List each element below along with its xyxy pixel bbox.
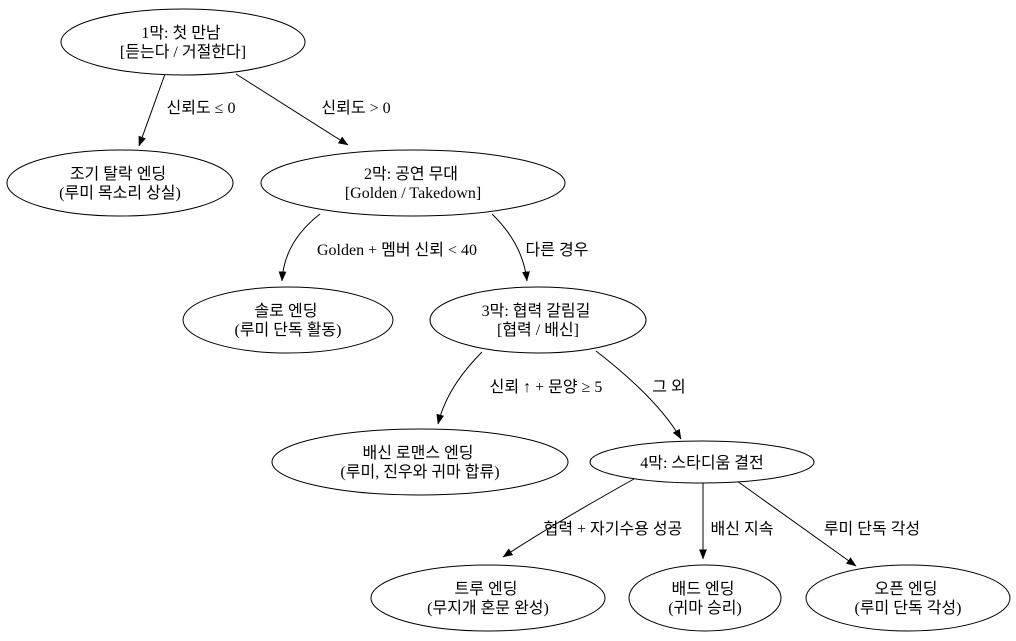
node-open-ending-label: 오픈 엔딩 (루미 단독 각성) bbox=[855, 580, 962, 617]
edge-act2-to-solo: Golden + 멤버 신뢰 < 40 bbox=[278, 213, 477, 282]
node-act3-label: 3막: 협력 갈림길 [협력 / 배신] bbox=[482, 302, 595, 339]
edge-label-act4-to-open: 루미 단독 각성 bbox=[824, 520, 920, 538]
edge-label-act1-to-early-exit: 신뢰도 ≤ 0 bbox=[167, 99, 236, 117]
node-act1: 1막: 첫 만남 [듣는다 / 거절한다] bbox=[60, 8, 306, 76]
edge-act2-to-act3: 다른 경우 bbox=[491, 213, 589, 282]
node-bad-ending: 배드 엔딩 (귀마 승리) bbox=[628, 564, 782, 632]
node-betrayal-romance-ending: 배신 로맨스 엔딩 (루미, 진우와 귀마 합류) bbox=[271, 428, 569, 496]
node-early-exit-ending-label: 조기 탈락 엔딩 (루미 목소리 상실) bbox=[59, 165, 181, 202]
edge-label-act1-to-act2: 신뢰도 > 0 bbox=[321, 99, 390, 117]
edge-act4-to-open: 루미 단독 각성 bbox=[736, 480, 920, 567]
node-solo-ending: 솔로 엔딩 (루미 단독 활동) bbox=[182, 286, 394, 354]
edge-act1-to-early-exit: 신뢰도 ≤ 0 bbox=[138, 73, 236, 147]
node-solo-ending-label: 솔로 엔딩 (루미 단독 활동) bbox=[235, 302, 342, 339]
edge-act3-to-act4: 그 외 bbox=[595, 350, 686, 440]
node-bad-ending-label: 배드 엔딩 (귀마 승리) bbox=[668, 580, 742, 617]
node-act2-label: 2막: 공연 무대 [Golden / Takedown] bbox=[345, 165, 481, 202]
edge-act4-to-bad: 배신 지속 bbox=[699, 482, 774, 560]
node-open-ending: 오픈 엔딩 (루미 단독 각성) bbox=[805, 564, 1011, 632]
edge-label-act2-to-act3: 다른 경우 bbox=[526, 241, 589, 259]
edge-label-act4-to-bad: 배신 지속 bbox=[711, 520, 774, 538]
node-act1-label: 1막: 첫 만남 [듣는다 / 거절한다] bbox=[120, 24, 246, 61]
edge-label-act4-to-true: 협력 + 자기수용 성공 bbox=[544, 520, 683, 538]
edge-label-act2-to-solo: Golden + 멤버 신뢰 < 40 bbox=[317, 241, 477, 259]
node-early-exit-ending: 조기 탈락 엔딩 (루미 목소리 상실) bbox=[6, 149, 234, 217]
edge-act3-to-betrayal-romance: 신뢰 ↑ + 문양 ≥ 5 bbox=[436, 351, 603, 425]
node-act3: 3막: 협력 갈림길 [협력 / 배신] bbox=[429, 286, 647, 354]
node-act2: 2막: 공연 무대 [Golden / Takedown] bbox=[260, 149, 566, 217]
node-act4-label: 4막: 스타디움 결전 bbox=[640, 454, 764, 472]
edge-act4-to-true: 협력 + 자기수용 성공 bbox=[502, 478, 683, 558]
edge-label-act3-to-act4: 그 외 bbox=[652, 378, 685, 396]
node-act4: 4막: 스타디움 결전 bbox=[589, 440, 815, 484]
node-true-ending: 트루 엔딩 (무지개 혼문 완성) bbox=[370, 564, 606, 632]
edge-act1-to-act2: 신뢰도 > 0 bbox=[235, 73, 391, 146]
node-true-ending-label: 트루 엔딩 (무지개 혼문 완성) bbox=[427, 580, 549, 617]
edge-label-act3-to-betrayal-romance: 신뢰 ↑ + 문양 ≥ 5 bbox=[490, 378, 603, 396]
node-betrayal-romance-ending-label: 배신 로맨스 엔딩 (루미, 진우와 귀마 합류) bbox=[340, 444, 499, 481]
